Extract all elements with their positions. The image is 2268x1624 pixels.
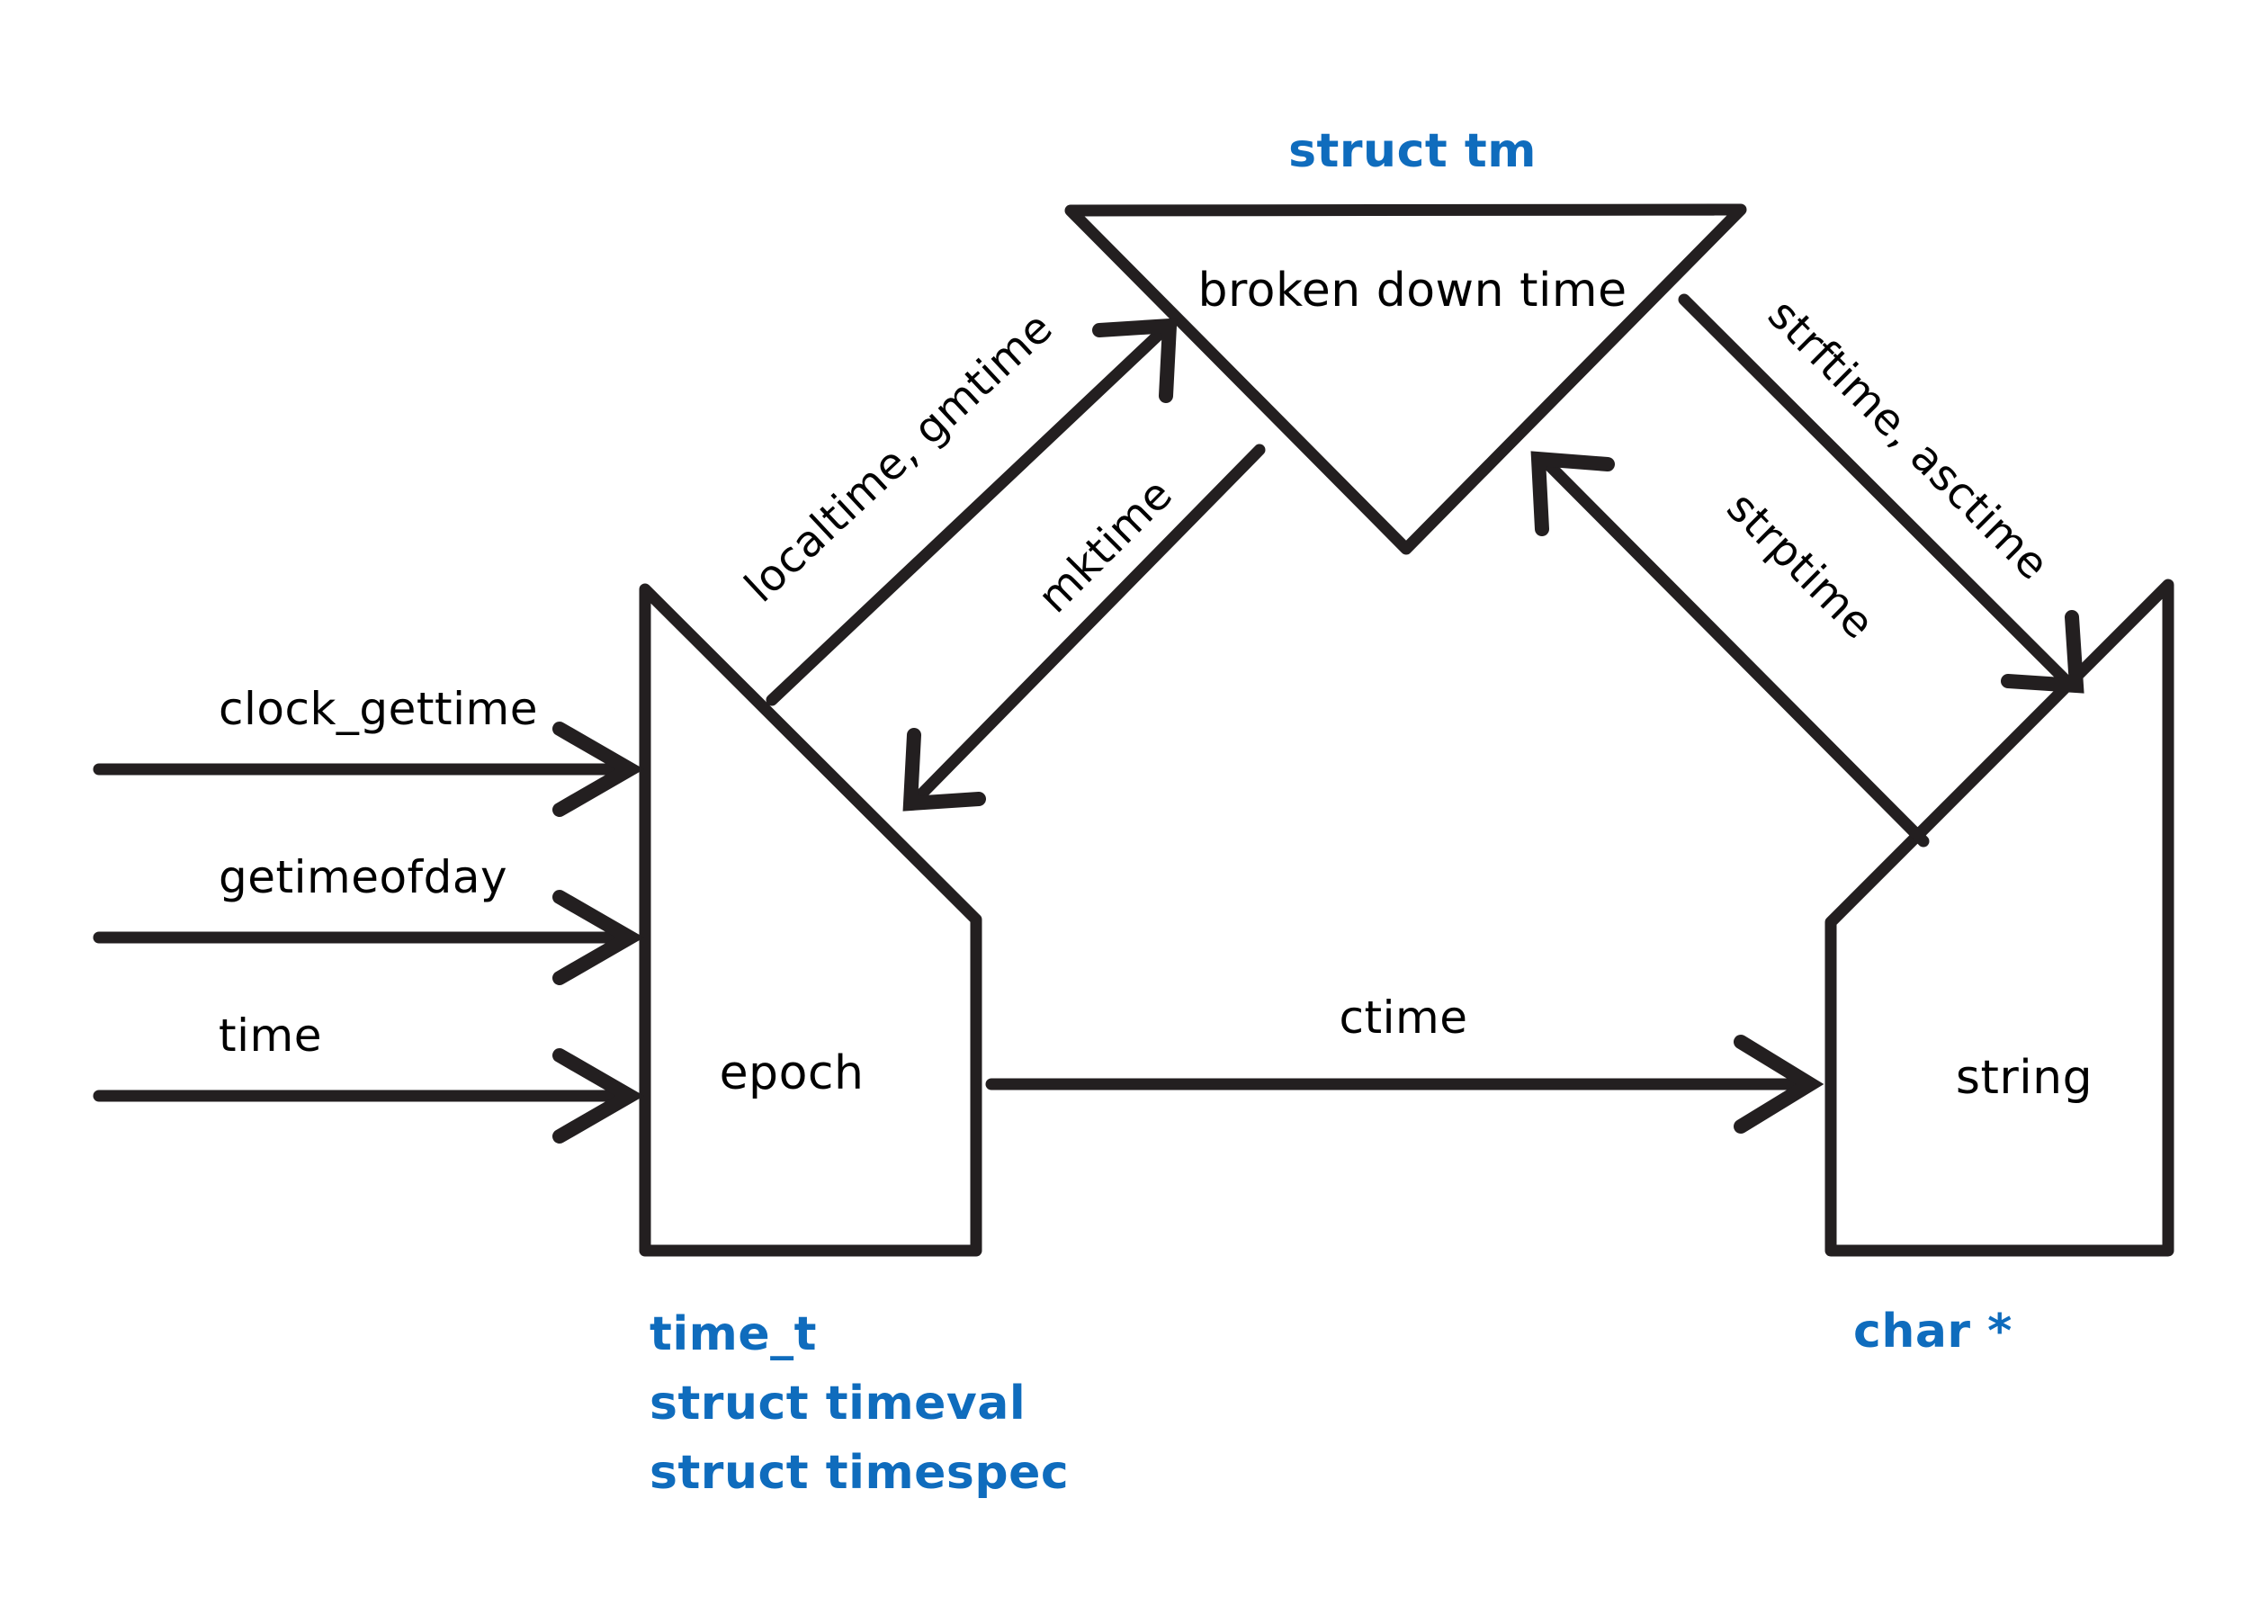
mktime-arrow-line [913,444,1266,803]
ctime-arrow-head-icon [1734,1035,1824,1134]
strptime-arrow-head-icon [1530,451,1615,536]
edge-getimeofday[interactable]: getimeofday [93,851,645,985]
strptime-arrow-line [1539,455,1930,848]
localtime-gmtime-arrow-head-icon [1092,318,1178,403]
node-broken-down-time[interactable]: broken down time [1064,203,1747,555]
broken-down-time-shape [1064,203,1747,555]
broken-down-time-label: broken down time [1197,264,1627,318]
node-epoch[interactable]: epoch [639,583,982,1257]
time-arrow-head-icon [552,1048,645,1144]
strptime-label: strptime [1717,482,1885,650]
getimeofday-arrow-head-icon [552,890,645,985]
ctime-label: ctime [1340,991,1468,1044]
type-label-struct-tm: struct tm [1288,124,1537,178]
string-shape [1824,579,2174,1257]
edge-strptime[interactable]: strptime [1530,451,1930,848]
strftime-asctime-arrow-head-icon [2001,610,2084,694]
edge-time[interactable]: time [93,1009,645,1144]
type-label-char-pointer: char * [1853,1305,2013,1359]
getimeofday-label: getimeofday [219,851,507,903]
edge-mktime[interactable]: mktime [902,444,1266,812]
edge-localtime-gmtime[interactable]: localtime, gmtime [735,302,1178,706]
strftime-asctime-arrow-line [1678,293,2075,690]
epoch-shape [639,583,982,1257]
edge-clock-gettime[interactable]: clock_gettime [93,683,645,817]
mktime-arrow-head-icon [902,728,986,812]
edge-ctime[interactable]: ctime [985,991,1824,1134]
type-label-struct-timespec: struct timespec [650,1446,1069,1500]
clock-gettime-label: clock_gettime [219,683,538,735]
localtime-gmtime-label: localtime, gmtime [735,302,1062,612]
type-label-struct-timeval: struct timeval [650,1377,1026,1431]
time-label: time [219,1009,322,1062]
localtime-gmtime-arrow-line [766,327,1167,706]
edge-strftime-asctime[interactable]: strftime, asctime [1678,290,2084,694]
node-string[interactable]: string [1824,579,2174,1257]
type-label-time-t: time_t [650,1307,817,1361]
epoch-label: epoch [720,1046,865,1100]
clock-gettime-arrow-head-icon [552,722,645,817]
string-label: string [1956,1051,2093,1105]
